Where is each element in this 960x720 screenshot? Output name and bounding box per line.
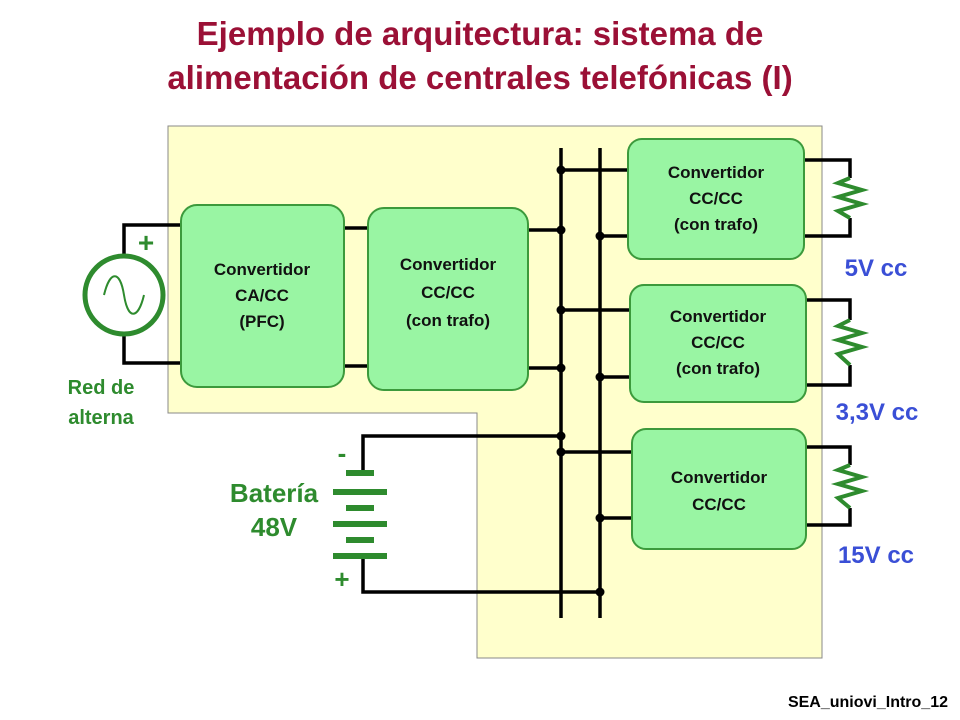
converter-block-3v3: Convertidor CC/CC (con trafo) xyxy=(629,284,807,403)
output-label-5v: 5V cc xyxy=(845,255,908,282)
block-2-line-3: (con trafo) xyxy=(406,311,490,330)
title-line-1: Ejemplo de arquitectura: sistema de xyxy=(196,15,764,52)
bus-junction-dots xyxy=(556,165,605,597)
battery-label-line-2: 48V xyxy=(251,512,298,542)
converter-block-5v: Convertidor CC/CC (con trafo) xyxy=(627,138,805,260)
block-3-line-2: CC/CC xyxy=(689,189,743,208)
converter-block-ac-dc-pfc: Convertidor CA/CC (PFC) xyxy=(180,204,345,388)
output-label-15v: 15V cc xyxy=(838,542,914,569)
resistor-15v-icon xyxy=(830,463,870,510)
block-2-line-1: Convertidor xyxy=(400,255,497,274)
resistor-5v-icon xyxy=(830,176,870,220)
slide-title: Ejemplo de arquitectura: sistema de alim… xyxy=(0,12,960,100)
battery-minus-sign: - xyxy=(338,438,347,468)
converter-block-dc-dc-main: Convertidor CC/CC (con trafo) xyxy=(367,207,529,391)
output-label-3v3: 3,3V cc xyxy=(836,399,919,426)
source-plus-sign: + xyxy=(138,227,154,258)
block-4-line-2: CC/CC xyxy=(691,333,745,352)
block-1-line-2: CA/CC xyxy=(235,286,289,305)
source-label-line-1: Red de xyxy=(68,377,135,399)
slide-footer: SEA_uniovi_Intro_12 xyxy=(787,694,948,711)
block-5-line-2: CC/CC xyxy=(692,495,746,514)
block-1-line-1: Convertidor xyxy=(214,260,311,279)
block-3-line-1: Convertidor xyxy=(668,163,765,182)
block-4-line-3: (con trafo) xyxy=(676,359,760,378)
block-3-line-3: (con trafo) xyxy=(674,215,758,234)
resistor-3v3-icon xyxy=(830,318,870,367)
converter-block-15v: Convertidor CC/CC xyxy=(631,428,807,550)
ac-source-wires xyxy=(122,223,185,365)
sine-wave-icon xyxy=(103,275,145,315)
title-line-2: alimentación de centrales telefónicas (I… xyxy=(167,59,793,96)
battery-plus-sign: + xyxy=(334,564,349,594)
interconnect-wires xyxy=(343,148,852,618)
block-4-line-1: Convertidor xyxy=(670,307,767,326)
block-2-line-2: CC/CC xyxy=(421,283,475,302)
battery-label-line-1: Batería xyxy=(230,478,319,508)
battery-icon xyxy=(333,470,387,559)
load-resistors xyxy=(830,176,870,510)
block-1-line-3: (PFC) xyxy=(239,312,284,331)
block-5-line-1: Convertidor xyxy=(671,468,768,487)
source-label-line-2: alterna xyxy=(68,407,134,429)
